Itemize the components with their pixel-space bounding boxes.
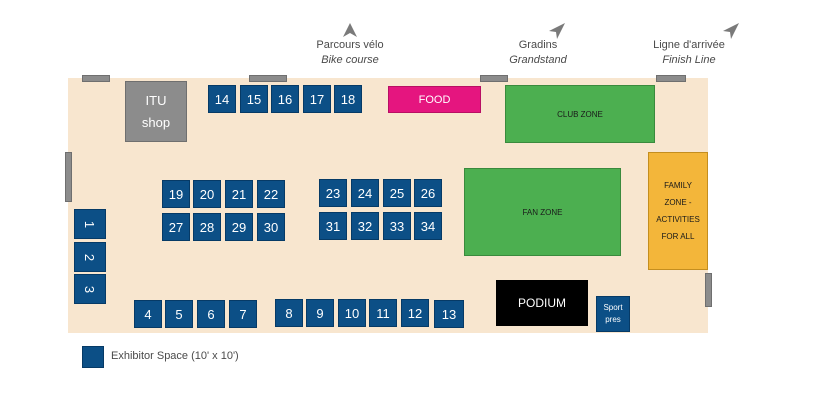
booth-15: 15 <box>240 85 268 113</box>
booth-14: 14 <box>208 85 236 113</box>
bike-course-label: Parcours vélo Bike course <box>300 38 400 68</box>
itu-shop-line1: ITU <box>145 92 167 108</box>
booth-17: 17 <box>303 85 331 113</box>
booth-4: 4 <box>134 300 162 328</box>
booth-34: 34 <box>414 212 442 240</box>
grandstand-arrow-icon <box>549 23 565 39</box>
family-zone-line4: FOR ALL <box>661 232 695 241</box>
booth-26: 26 <box>414 179 442 207</box>
sport-pres: Sport pres <box>596 296 630 332</box>
booth-11: 11 <box>369 299 397 327</box>
booth-3-label: 3 <box>82 285 98 293</box>
gate-left <box>65 152 72 202</box>
booth-1-label: 1 <box>82 220 98 228</box>
booth-18: 18 <box>334 85 362 113</box>
booth-13: 13 <box>434 300 464 328</box>
gate-top-3 <box>480 75 508 82</box>
gate-top-1 <box>82 75 110 82</box>
booth-3: 3 <box>74 274 106 304</box>
booth-28: 28 <box>193 213 221 241</box>
booth-8: 8 <box>275 299 303 327</box>
bike-course-en: Bike course <box>321 54 379 66</box>
gate-top-4 <box>656 75 686 82</box>
booth-20: 20 <box>193 180 221 208</box>
booth-2-label: 2 <box>82 253 98 261</box>
itu-shop: ITU shop <box>125 81 187 142</box>
booth-1: 1 <box>74 209 106 239</box>
booth-27: 27 <box>162 213 190 241</box>
booth-12: 12 <box>401 299 429 327</box>
bike-course-fr: Parcours vélo <box>316 39 384 51</box>
booth-21: 21 <box>225 180 253 208</box>
booth-19: 19 <box>162 180 190 208</box>
booth-25: 25 <box>383 179 411 207</box>
booth-10: 10 <box>338 299 366 327</box>
club-zone: CLUB ZONE <box>505 85 655 143</box>
grandstand-en: Grandstand <box>509 54 567 66</box>
finish-line-en: Finish Line <box>662 54 716 66</box>
family-zone-line2: ZONE - <box>664 198 692 207</box>
legend-label: Exhibitor Space (10' x 10') <box>111 350 239 362</box>
booth-9: 9 <box>306 299 334 327</box>
booth-29: 29 <box>225 213 253 241</box>
bike-course-arrow-icon <box>343 23 357 37</box>
booth-23: 23 <box>319 179 347 207</box>
booth-22: 22 <box>257 180 285 208</box>
booth-33: 33 <box>383 212 411 240</box>
food-zone: FOOD <box>388 86 481 113</box>
booth-16: 16 <box>271 85 299 113</box>
booth-2: 2 <box>74 242 106 272</box>
sport-pres-line2: pres <box>605 315 621 324</box>
booth-7: 7 <box>229 300 257 328</box>
fan-zone: FAN ZONE <box>464 168 621 256</box>
booth-24: 24 <box>351 179 379 207</box>
family-zone-line3: ACTIVITIES <box>656 215 700 224</box>
gate-top-2 <box>249 75 287 82</box>
itu-shop-line2: shop <box>141 114 171 130</box>
grandstand-label: Gradins Grandstand <box>488 38 588 68</box>
legend-swatch <box>82 346 104 368</box>
family-zone: FAMILY ZONE - ACTIVITIES FOR ALL <box>648 152 708 270</box>
grandstand-fr: Gradins <box>518 39 558 51</box>
booth-32: 32 <box>351 212 379 240</box>
finish-line-label: Ligne d'arrivée Finish Line <box>636 38 742 68</box>
sport-pres-line1: Sport <box>603 303 623 312</box>
booth-5: 5 <box>165 300 193 328</box>
booth-6: 6 <box>197 300 225 328</box>
podium: PODIUM <box>496 280 588 326</box>
finish-line-arrow-icon <box>723 23 739 39</box>
gate-right <box>705 273 712 307</box>
family-zone-line1: FAMILY <box>664 181 692 190</box>
booth-31: 31 <box>319 212 347 240</box>
booth-30: 30 <box>257 213 285 241</box>
finish-line-fr: Ligne d'arrivée <box>653 39 725 51</box>
